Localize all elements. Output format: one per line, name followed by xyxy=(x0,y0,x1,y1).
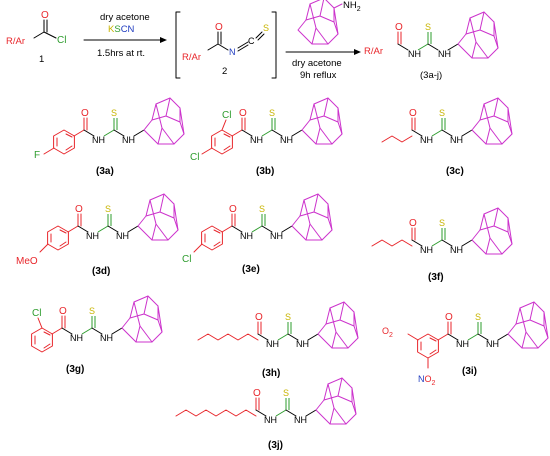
svg-text:NH: NH xyxy=(240,231,253,241)
compound-3i: O2 NO2 O S NH NH (3i) xyxy=(382,301,549,387)
compound-3c-label: (3c) xyxy=(446,166,464,177)
reactant-oxygen: O xyxy=(41,10,49,21)
svg-text:NH: NH xyxy=(486,339,499,349)
svg-text:S: S xyxy=(439,108,445,118)
svg-text:NH: NH xyxy=(450,135,463,145)
svg-text:S: S xyxy=(475,312,481,322)
svg-text:S: S xyxy=(105,204,111,214)
compound-3i-no2-bottom: NO2 xyxy=(418,374,436,387)
svg-text:O: O xyxy=(229,204,237,215)
svg-text:S: S xyxy=(269,108,275,118)
reactant-acyl-chloride: R/Ar O Cl 1 xyxy=(6,10,66,65)
svg-text:NH: NH xyxy=(266,339,279,349)
compound-3a-label: (3a) xyxy=(96,166,114,177)
compound-3h-label: (3h) xyxy=(262,368,280,379)
svg-text:S: S xyxy=(285,312,291,322)
intermediate-oxygen: O xyxy=(215,22,223,33)
svg-text:NH: NH xyxy=(270,231,283,241)
step1-condition: 1.5hrs at rt. xyxy=(97,48,145,59)
compound-3b-label: (3b) xyxy=(256,166,274,177)
product-sulfur: S xyxy=(425,22,431,32)
compound-3c: O S NH NH (3c) xyxy=(381,97,513,177)
intermediate-r-label: R/Ar xyxy=(182,52,201,63)
step1-solvent: dry acetone xyxy=(100,12,150,23)
svg-text:O: O xyxy=(409,108,417,119)
compound-3b-cl1: Cl xyxy=(222,110,231,121)
svg-text:O: O xyxy=(81,108,89,119)
svg-text:NH: NH xyxy=(420,135,433,145)
intermediate-nitrogen: N xyxy=(229,47,236,57)
compound-3g: Cl O S NH NH (3g) xyxy=(31,295,163,375)
svg-text:O: O xyxy=(239,108,247,119)
compound-3e: Cl O S NH NH (3e) xyxy=(182,193,333,275)
svg-text:S: S xyxy=(259,204,265,214)
compound-3d-label: (3d) xyxy=(92,266,110,277)
compound-3d-meo: MeO xyxy=(16,256,38,267)
svg-text:NH: NH xyxy=(456,339,469,349)
compound-3b: Cl Cl O S NH NH (3b) xyxy=(190,97,343,177)
step2-solvent: dry acetone xyxy=(292,58,342,69)
svg-text:O: O xyxy=(409,218,417,229)
svg-text:O: O xyxy=(75,204,83,215)
compound-3i-no2-top: O2 xyxy=(382,326,393,339)
svg-text:NH: NH xyxy=(122,135,135,145)
product-number: (3a-j) xyxy=(420,70,442,81)
amine-nh2: NH2 xyxy=(343,0,361,13)
svg-text:NH: NH xyxy=(450,245,463,255)
compound-3f: O S NH NH (3f) xyxy=(371,207,513,283)
compound-3j: O S NH NH (3j) xyxy=(175,377,357,451)
svg-text:S: S xyxy=(111,108,117,118)
product-nh2: NH xyxy=(438,49,451,59)
compound-3i-label: (3i) xyxy=(462,366,477,377)
svg-text:NH: NH xyxy=(100,333,113,343)
svg-text:S: S xyxy=(89,306,95,316)
compound-3f-label: (3f) xyxy=(428,272,444,283)
product-r-label: R/Ar xyxy=(364,46,383,57)
svg-text:NH: NH xyxy=(86,231,99,241)
compound-3h: O S NH NH (3h) xyxy=(197,301,359,379)
compound-3g-cl: Cl xyxy=(32,308,41,319)
intermediate-carbon: C xyxy=(248,36,255,46)
svg-text:O: O xyxy=(59,306,67,317)
svg-text:NH: NH xyxy=(280,135,293,145)
svg-text:NH: NH xyxy=(70,333,83,343)
reactant-chlorine: Cl xyxy=(57,35,66,46)
reactant-number: 1 xyxy=(39,54,44,65)
reactant-r-label: R/Ar xyxy=(6,36,25,47)
product-general: R/Ar O S NH NH (3a-j) xyxy=(364,11,499,81)
step2-arrow: dry acetone 9h reflux xyxy=(285,49,361,81)
compound-3e-label: (3e) xyxy=(242,264,260,275)
svg-text:NH: NH xyxy=(296,339,309,349)
intermediate-isothiocyanate: R/Ar O N C S 2 xyxy=(175,11,277,79)
svg-text:NH: NH xyxy=(116,231,129,241)
svg-text:O: O xyxy=(255,312,263,323)
intermediate-number: 2 xyxy=(222,66,227,77)
svg-text:NH: NH xyxy=(264,415,277,425)
svg-text:NH: NH xyxy=(420,245,433,255)
compound-3a: F O S NH NH (3a) xyxy=(34,97,185,177)
compound-3b-cl2: Cl xyxy=(190,152,199,163)
product-oxygen: O xyxy=(395,22,403,33)
svg-text:S: S xyxy=(439,218,445,228)
compound-3e-cl: Cl xyxy=(182,254,191,265)
adamantylamine: NH2 xyxy=(297,0,361,45)
svg-text:O: O xyxy=(445,312,453,323)
svg-text:NH: NH xyxy=(294,415,307,425)
compound-3a-f: F xyxy=(34,150,40,161)
compound-3g-label: (3g) xyxy=(66,364,84,375)
step1-reagent: KSCN xyxy=(108,24,135,35)
product-nh1: NH xyxy=(408,49,421,59)
step2-condition: 9h reflux xyxy=(300,70,337,81)
intermediate-sulfur: S xyxy=(263,23,269,33)
compound-3d: MeO O S NH NH (3d) xyxy=(16,193,179,277)
svg-text:NH: NH xyxy=(250,135,263,145)
compound-3j-label: (3j) xyxy=(268,440,283,451)
svg-text:S: S xyxy=(283,388,289,398)
step1-arrow: dry acetone KSCN 1.5hrs at rt. xyxy=(83,12,167,59)
svg-text:NH: NH xyxy=(92,135,105,145)
svg-text:O: O xyxy=(253,388,261,399)
